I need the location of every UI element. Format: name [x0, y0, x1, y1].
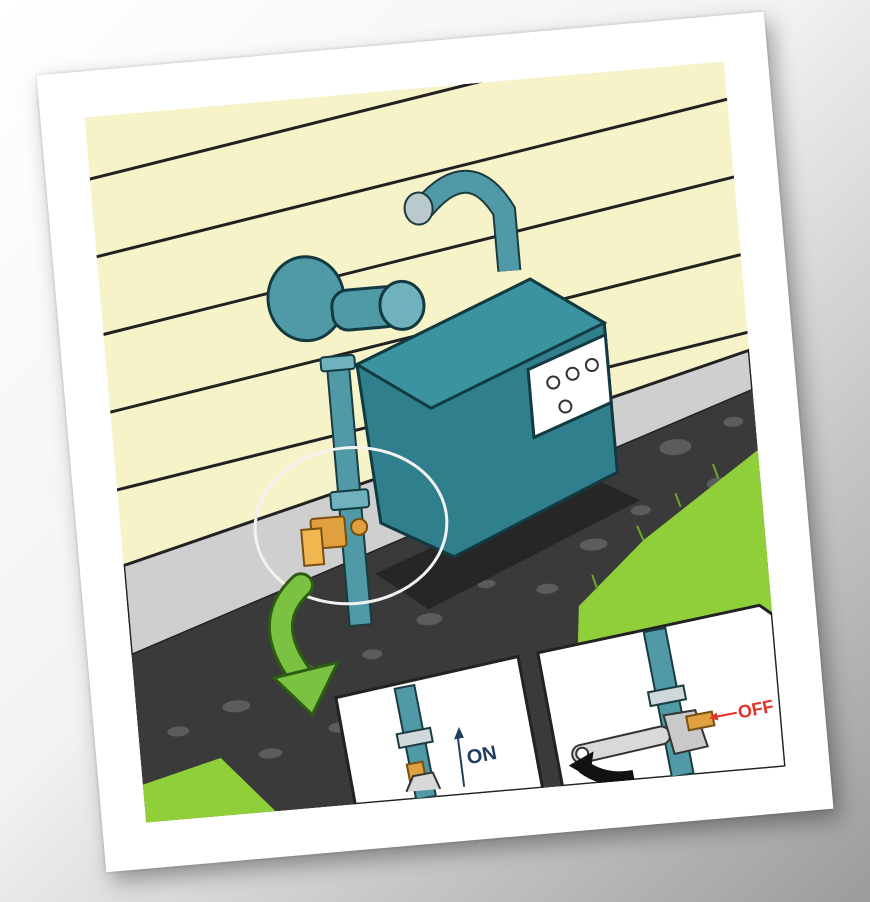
curved-arrow-icon: [267, 572, 341, 718]
photo-frame: ON OFF: [36, 11, 834, 873]
valve-highlight-circle: [253, 445, 449, 606]
gas-shutoff-illustration: ON OFF: [84, 61, 786, 823]
shutoff-valve-icon: [300, 515, 369, 567]
inset-off-panel: OFF: [536, 603, 786, 788]
wrench-icon: [571, 709, 710, 764]
gas-meter-icon: [266, 169, 640, 628]
inset-on-panel: ON: [334, 654, 545, 806]
